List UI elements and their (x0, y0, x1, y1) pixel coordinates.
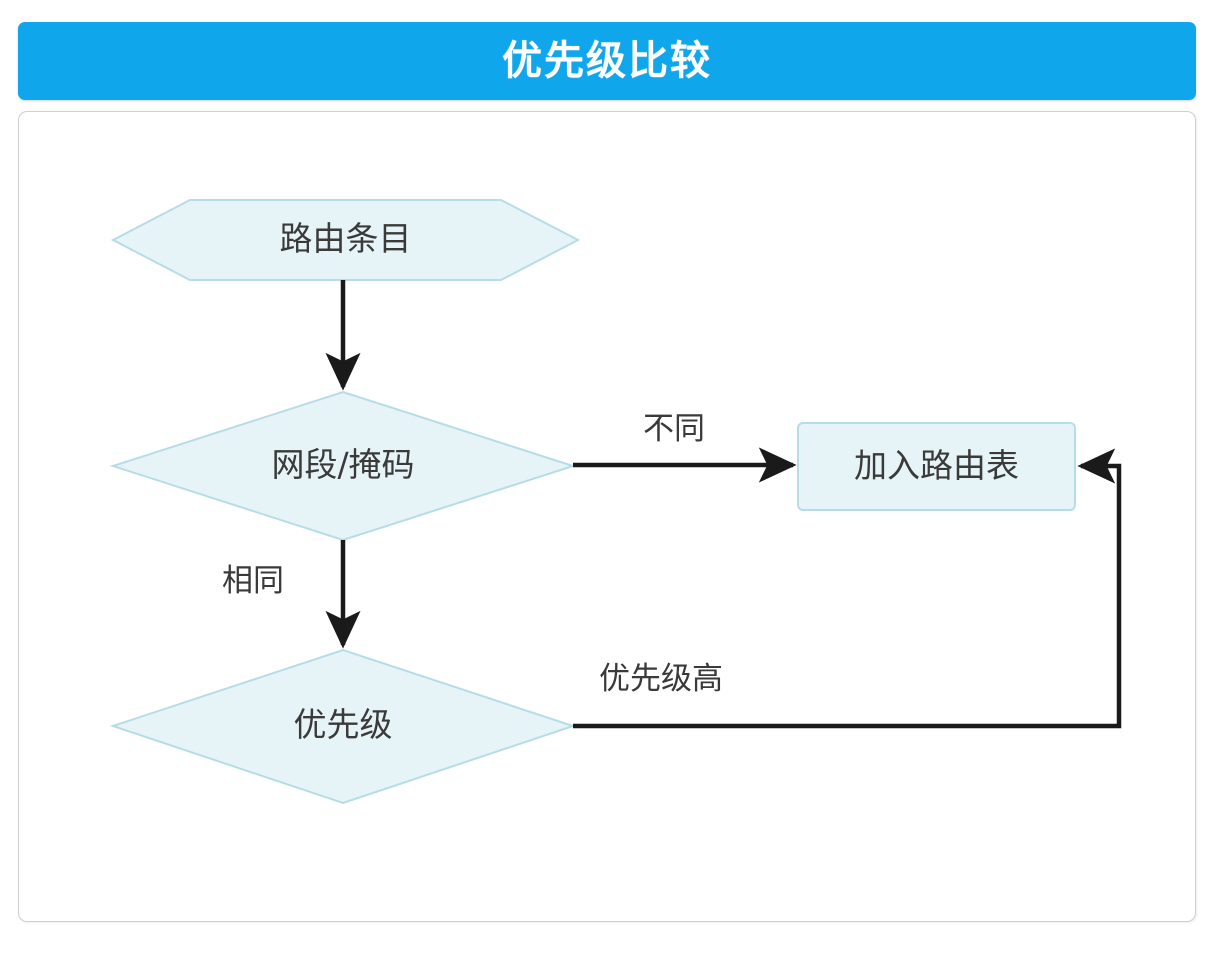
node-label-route-entry: 路由条目 (279, 219, 412, 258)
node-label-add-route: 加入路由表 (854, 446, 1019, 485)
page-title: 优先级比较 (502, 38, 712, 84)
node-route-entry[interactable] (110, 199, 581, 281)
edge-label-different: 不同 (643, 411, 705, 447)
header-banner: 优先级比较 (18, 22, 1196, 100)
node-label-network-mask: 网段/掩码 (271, 445, 415, 484)
edge-label-higher-priority: 优先级高 (599, 661, 723, 697)
node-label-priority: 优先级 (293, 705, 393, 744)
edge-label-same: 相同 (222, 563, 284, 599)
